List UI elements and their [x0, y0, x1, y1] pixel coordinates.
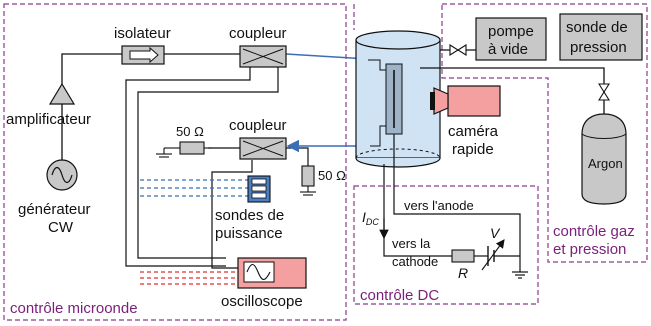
power-sensors [247, 175, 271, 203]
coupler-top-label: coupleur [229, 25, 287, 42]
zone-microwave [3, 3, 347, 321]
valve-argon [598, 83, 610, 101]
plasma-chamber [355, 30, 441, 168]
wire-anode [393, 134, 521, 272]
dc-source [481, 239, 520, 271]
generator-label-2: CW [48, 219, 74, 236]
camera-label-2: rapide [452, 141, 494, 158]
wire-bottom-coupler-3 [286, 147, 309, 166]
isolator [121, 45, 165, 65]
wire-chamber-to-pressure [420, 67, 605, 84]
resistor-r-label: R [458, 265, 468, 281]
wire-bottom-coupler-1 [211, 160, 253, 269]
coupler-bottom [239, 137, 287, 160]
zone-gas-label-2: et pression [553, 241, 626, 258]
sensors-label-1: sondes de [215, 207, 284, 224]
zone-gas [441, 3, 648, 263]
blue-path-top [285, 51, 370, 65]
coupler-bottom-label: coupleur [229, 117, 287, 134]
resistor-50-left [156, 141, 212, 158]
wire-top-coupler-sample-2 [137, 67, 279, 259]
wire-cathode [383, 164, 452, 257]
vacuum-pump-box [475, 17, 547, 61]
zone-microwave-label: contrôle microonde [10, 300, 138, 317]
dashed-sensor-lines [140, 179, 248, 197]
pressure-sensor-box [559, 13, 643, 61]
resistor-r [451, 249, 488, 263]
argon-bottle [581, 113, 627, 205]
anode-label: vers l'anode [404, 198, 474, 213]
camera-label-1: caméra [448, 123, 499, 140]
zone-gas-label-1: contrôle gaz [553, 223, 635, 240]
zone-dc-label: contrôle DC [360, 287, 439, 304]
pump-label-2: à vide [488, 41, 528, 58]
wire-amp-to-isolator [61, 53, 122, 84]
cathode-label-1: vers la [392, 236, 431, 251]
sensors-label-2: puissance [215, 225, 283, 242]
zone-dc [353, 185, 539, 305]
valve-pump [449, 44, 467, 56]
pump-label-1: pompe [488, 23, 534, 40]
amplifier-icon [48, 82, 76, 105]
resistor-50-right [300, 165, 316, 196]
resistor-bottom-label: 50 Ω [318, 168, 346, 183]
camera-icon [430, 85, 501, 117]
oscilloscope-label: oscilloscope [221, 293, 303, 310]
wire-top-coupler-sample [125, 67, 251, 267]
cathode-label-2: cathode [392, 254, 438, 269]
dashed-scope-lines [140, 271, 238, 285]
argon-label: Argon [588, 156, 623, 171]
amplifier-label: amplificateur [6, 111, 91, 128]
isolator-label: isolateur [114, 25, 171, 42]
voltage-label: V [490, 225, 501, 241]
current-label: IDC [362, 209, 379, 227]
generator-icon [46, 159, 78, 191]
pressure-label-2: pression [570, 39, 627, 56]
generator-label-1: générateur [18, 201, 91, 218]
oscilloscope [237, 257, 307, 289]
resistor-left-label: 50 Ω [176, 124, 204, 139]
coupler-top [239, 45, 287, 68]
ground-dc [512, 271, 528, 279]
pressure-label-1: sonde de [566, 19, 628, 36]
